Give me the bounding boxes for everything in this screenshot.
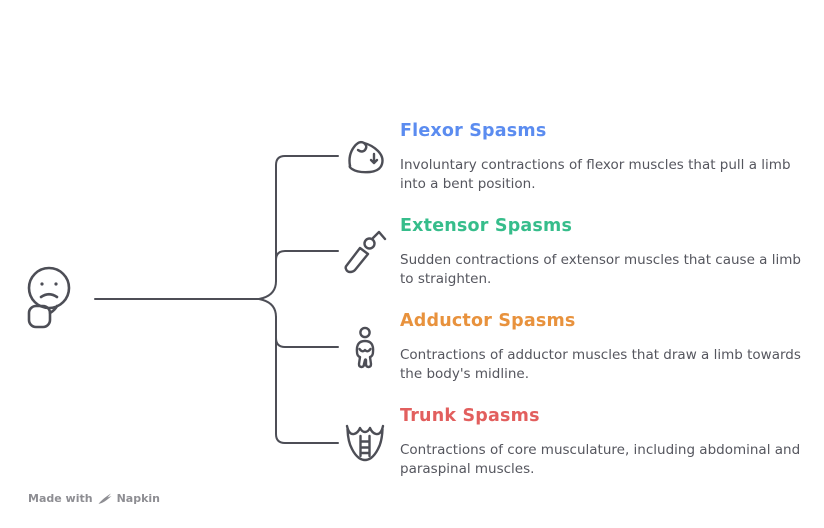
person-legs-together-icon	[343, 325, 387, 369]
item-title: Adductor Spasms	[400, 311, 576, 331]
flexed-bicep-icon	[343, 135, 387, 179]
extended-limb-icon	[343, 230, 387, 274]
item-title: Flexor Spasms	[400, 121, 547, 141]
item-description: Sudden contractions of extensor muscles …	[400, 252, 801, 288]
brand-label: Napkin	[116, 492, 160, 505]
napkin-pen-icon	[98, 493, 112, 504]
item-description: Contractions of adductor muscles that dr…	[400, 347, 801, 383]
torso-abs-icon	[343, 420, 387, 464]
item-description: Involuntary contractions of flexor muscl…	[400, 157, 791, 193]
made-with-label: Made with	[28, 492, 93, 505]
item-description: Contractions of core musculature, includ…	[400, 442, 801, 478]
item-title: Extensor Spasms	[400, 216, 573, 236]
attribution: Made with Napkin	[28, 492, 160, 505]
item-title: Trunk Spasms	[400, 406, 540, 426]
thinking-face-icon	[24, 266, 76, 332]
